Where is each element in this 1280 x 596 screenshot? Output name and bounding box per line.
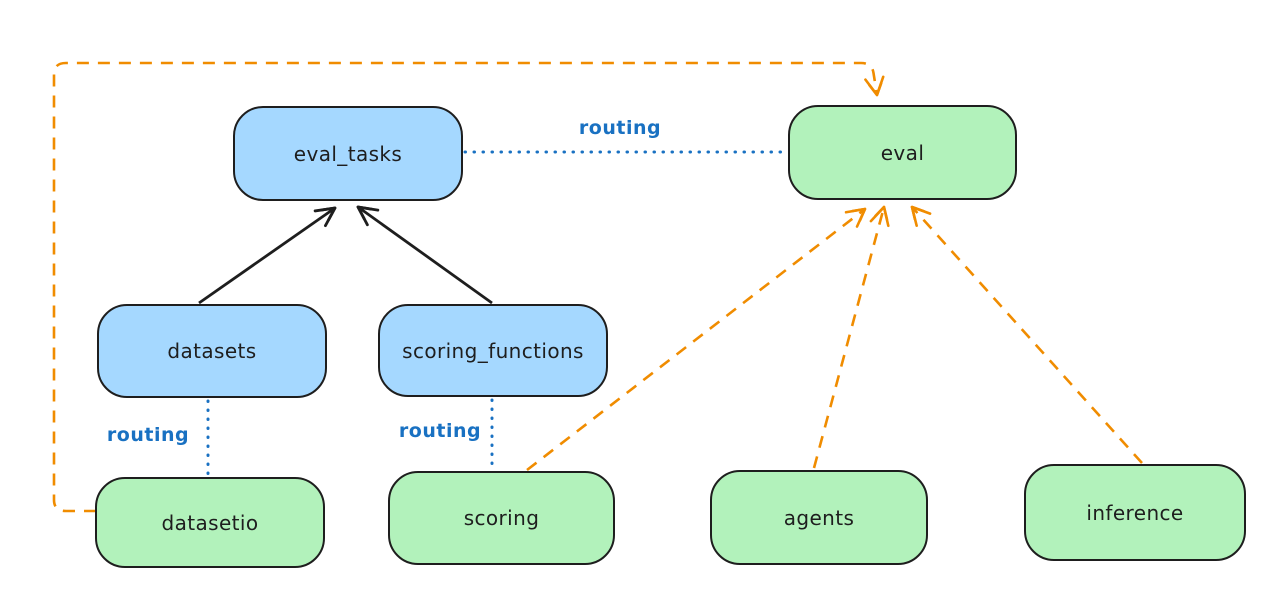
node-agents: agents bbox=[710, 470, 928, 565]
edge-datasets-to-eval-tasks bbox=[198, 206, 337, 305]
node-agents-label: agents bbox=[783, 505, 855, 530]
node-inference: inference bbox=[1024, 464, 1246, 561]
node-eval-tasks: eval_tasks bbox=[233, 106, 463, 201]
edge-label-routing-scoring: routing bbox=[398, 420, 482, 442]
node-eval: eval bbox=[788, 105, 1017, 200]
node-scoring-label: scoring bbox=[463, 506, 540, 530]
edge-scoring-functions-to-eval-tasks bbox=[356, 205, 493, 305]
node-datasets-label: datasets bbox=[167, 339, 257, 363]
edge-datasetio-to-eval bbox=[52, 61, 885, 513]
edge-label-routing-horizontal: routing bbox=[578, 117, 662, 139]
edge-agents-to-eval bbox=[812, 205, 890, 469]
edge-label-routing-datasetio: routing bbox=[106, 424, 190, 446]
node-scoring-functions-label: scoring_functions bbox=[402, 338, 584, 363]
node-eval-tasks-label: eval_tasks bbox=[293, 141, 403, 166]
node-inference-label: inference bbox=[1086, 500, 1184, 525]
edge-scoring-to-eval bbox=[526, 207, 867, 472]
node-scoring-functions: scoring_functions bbox=[378, 304, 608, 397]
node-datasetio-label: datasetio bbox=[161, 510, 259, 535]
node-scoring: scoring bbox=[388, 471, 615, 565]
node-datasets: datasets bbox=[97, 304, 327, 398]
node-eval-label: eval bbox=[880, 140, 925, 165]
edge-inference-to-eval bbox=[910, 205, 1143, 464]
node-datasetio: datasetio bbox=[95, 477, 325, 568]
